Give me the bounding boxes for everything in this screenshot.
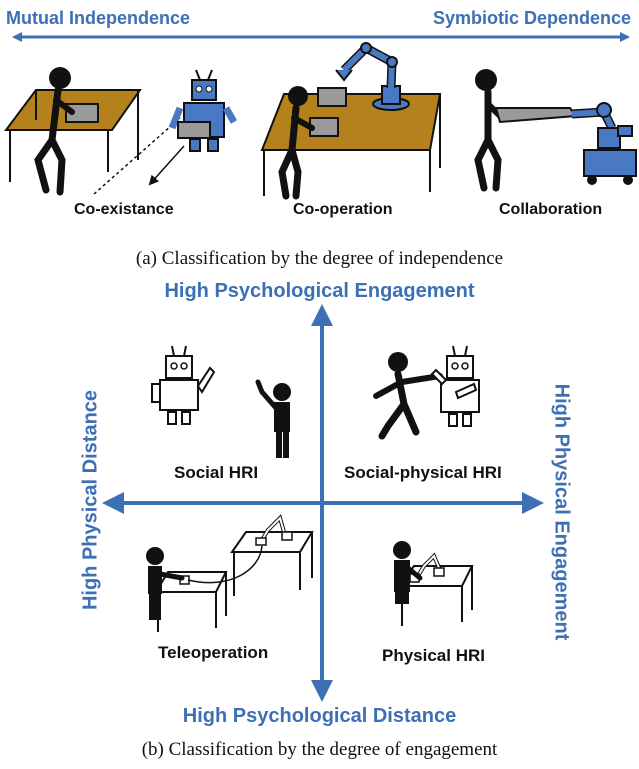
caption-b: (b) Classification by the degree of enga… [141,739,498,760]
mobile-manipulator-icon [571,102,637,185]
co-operation-label: Co-operation [293,201,393,218]
physical-hri-label: Physical HRI [382,646,485,665]
symbiotic-dependence-label: Symbiotic Dependence [432,8,631,28]
teleoperation-scene [146,514,314,632]
collaboration-label: Collaboration [499,201,603,218]
collaboration-scene [474,69,637,192]
mobile-robot-icon [168,69,238,152]
engagement-axes [102,304,544,702]
caption-a: (a) Classification by the degree of inde… [135,248,504,269]
mutual-independence-label: Mutual Independence [6,8,191,28]
social-hri-label: Social HRI [174,463,259,482]
robot-arm-icon [335,42,410,111]
co-existence-scene [4,67,238,196]
social-physical-hri-label: Social-physical HRI [344,463,502,482]
social-physical-hri-scene [373,345,480,440]
teleoperation-label: Teleoperation [158,643,269,662]
co-operation-scene [260,42,442,200]
high-psychological-engagement-label: High Psychological Engagement [164,280,475,302]
high-physical-engagement-label: High Physical Engagement [550,383,573,641]
social-hri-scene [151,345,291,458]
co-existence-label: Co-existance [74,201,174,218]
high-psychological-distance-label: High Psychological Distance [182,705,457,727]
physical-hri-scene [393,541,474,626]
high-physical-distance-label: High Physical Distance [79,389,102,611]
